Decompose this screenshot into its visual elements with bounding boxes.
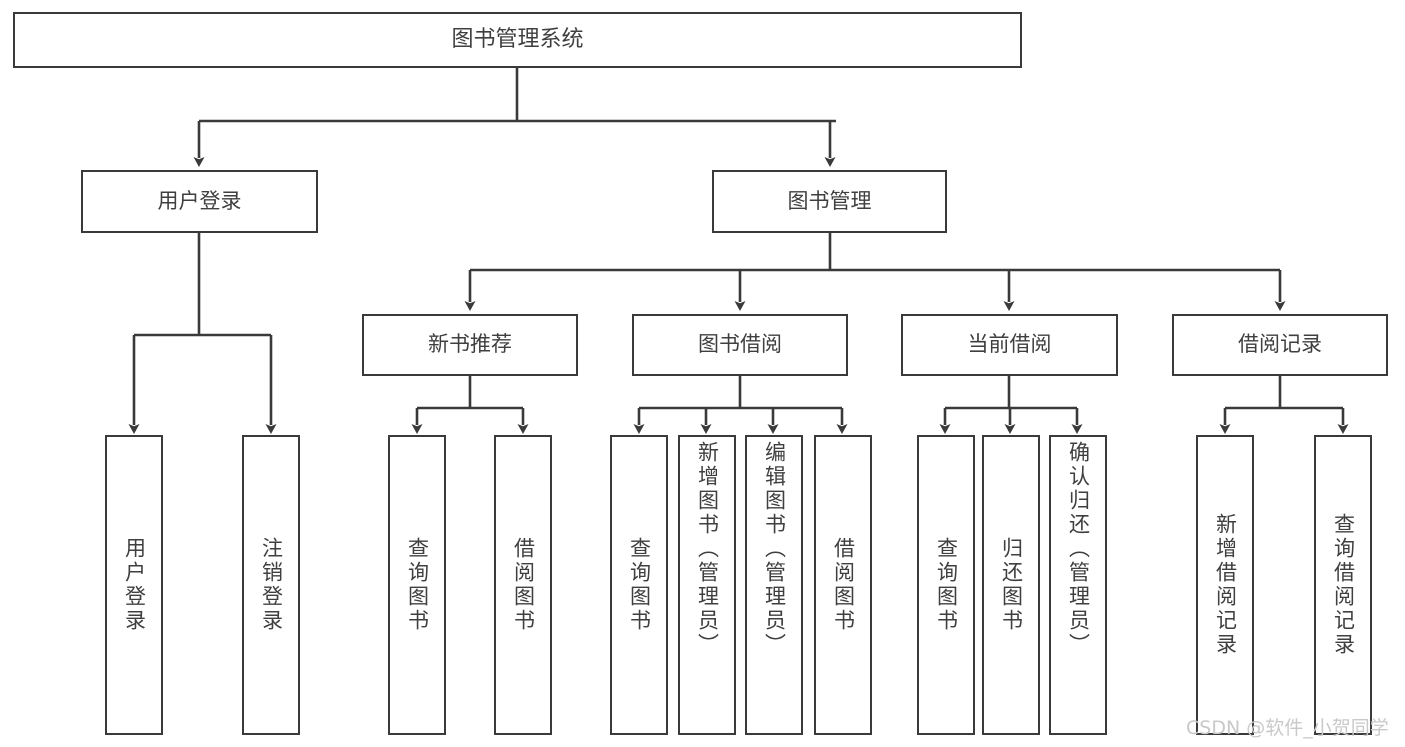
- node-label: 借阅图书: [831, 537, 856, 633]
- leaf-add-book-admin[interactable]: 新增图书（管理员）: [678, 435, 736, 735]
- leaf-query-borrow-record[interactable]: 查询借阅记录: [1314, 435, 1372, 735]
- leaf-borrow-book-recommend[interactable]: 借阅图书: [494, 435, 552, 735]
- node-current-borrow[interactable]: 当前借阅: [901, 314, 1118, 376]
- node-label: 图书借阅: [698, 332, 782, 357]
- node-label: 查询借阅记录: [1331, 513, 1356, 657]
- leaf-add-borrow-record[interactable]: 新增借阅记录: [1196, 435, 1254, 735]
- leaf-logout-login[interactable]: 注销登录: [242, 435, 300, 735]
- node-label: 查询图书: [627, 537, 652, 633]
- node-root-system[interactable]: 图书管理系统: [13, 12, 1022, 68]
- node-label: 新书推荐: [428, 332, 512, 357]
- leaf-return-book[interactable]: 归还图书: [982, 435, 1040, 735]
- csdn-watermark: CSDN @软件_小贺同学: [1186, 717, 1389, 739]
- leaf-query-book-recommend[interactable]: 查询图书: [388, 435, 446, 735]
- node-book-management[interactable]: 图书管理: [712, 170, 947, 233]
- node-label: 图书管理: [787, 188, 872, 213]
- node-label: 借阅记录: [1238, 332, 1322, 357]
- leaf-user-login[interactable]: 用户登录: [105, 435, 163, 735]
- node-label: 注销登录: [259, 537, 284, 633]
- node-label: 用户登录: [157, 188, 242, 213]
- node-label: 编辑图书（管理员）: [762, 441, 787, 657]
- node-label: 借阅图书: [511, 537, 536, 633]
- node-label: 查询图书: [934, 537, 959, 633]
- node-label: 新增借阅记录: [1213, 513, 1238, 657]
- leaf-confirm-return-admin[interactable]: 确认归还（管理员）: [1049, 435, 1107, 735]
- leaf-borrow-book[interactable]: 借阅图书: [814, 435, 872, 735]
- node-book-borrow[interactable]: 图书借阅: [632, 314, 848, 376]
- node-label: 用户登录: [122, 537, 147, 633]
- node-label: 查询图书: [405, 537, 430, 633]
- node-label: 归还图书: [999, 537, 1024, 633]
- node-label: 当前借阅: [967, 332, 1052, 357]
- node-label: 新增图书（管理员）: [695, 441, 720, 657]
- leaf-query-book-borrow[interactable]: 查询图书: [610, 435, 668, 735]
- node-user-login[interactable]: 用户登录: [81, 170, 318, 233]
- node-borrow-record[interactable]: 借阅记录: [1172, 314, 1388, 376]
- node-label: 图书管理系统: [451, 26, 584, 52]
- node-label: 确认归还（管理员）: [1066, 441, 1091, 657]
- leaf-edit-book-admin[interactable]: 编辑图书（管理员）: [745, 435, 803, 735]
- leaf-query-book-current[interactable]: 查询图书: [917, 435, 975, 735]
- node-new-book-recommend[interactable]: 新书推荐: [362, 314, 578, 376]
